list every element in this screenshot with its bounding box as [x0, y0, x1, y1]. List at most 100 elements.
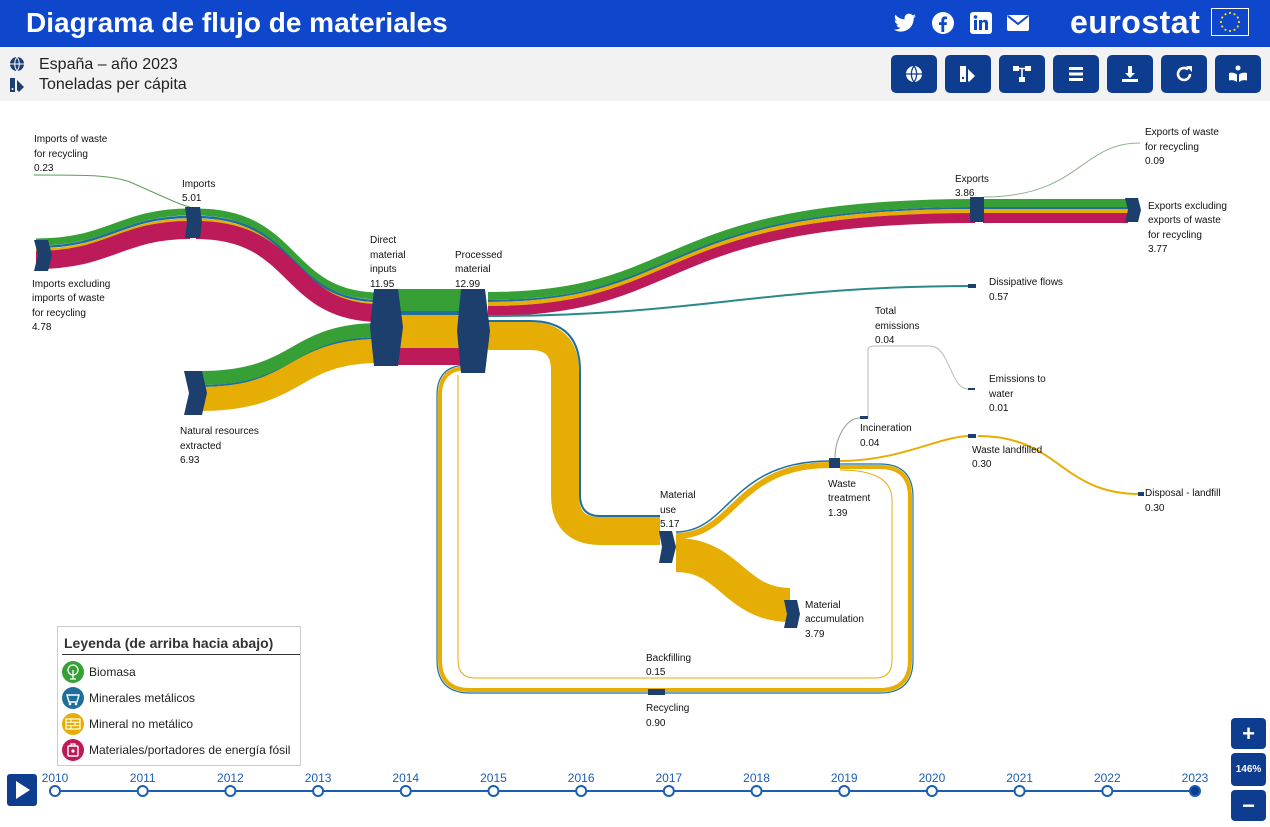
- linkedin-icon[interactable]: [969, 11, 993, 35]
- legend-item-biomass[interactable]: Biomasa: [62, 661, 300, 683]
- node-material-use[interactable]: [659, 531, 676, 563]
- timeline-year-marker[interactable]: [399, 785, 412, 797]
- list-icon: [1069, 67, 1083, 81]
- page-title: Diagrama de flujo de materiales: [26, 7, 448, 38]
- hierarchy-button[interactable]: [999, 55, 1045, 93]
- node-emissions-water[interactable]: [968, 388, 975, 390]
- timeline-year-marker[interactable]: [49, 785, 61, 797]
- map-view-button[interactable]: [891, 55, 937, 93]
- flow-material-use-nonmetal: [488, 322, 660, 545]
- flow-imports-nonmetal: [35, 218, 191, 252]
- book-icon: [1229, 65, 1247, 82]
- flow-incineration: [834, 417, 861, 459]
- node-disposal[interactable]: [1138, 492, 1144, 496]
- node-processed[interactable]: [457, 289, 490, 373]
- facebook-icon[interactable]: [931, 11, 955, 35]
- legend-item-fossil[interactable]: Materiales/portadores de energía fósil: [62, 739, 300, 761]
- timeline-track: 2010 2011 2012 2013 2014 2015 2016 2017 2018 2019…: [42, 771, 1209, 797]
- unit-select-button[interactable]: [945, 55, 991, 93]
- timeline-year-label[interactable]: 2017: [655, 771, 682, 785]
- email-icon[interactable]: [1006, 11, 1030, 35]
- timeline-year-marker[interactable]: [750, 785, 763, 797]
- bricks-icon: [62, 713, 84, 735]
- node-natural[interactable]: [184, 371, 207, 415]
- flow-backfilling: [457, 375, 893, 679]
- node-incineration[interactable]: [860, 416, 868, 419]
- timeline-year-label[interactable]: 2018: [743, 771, 770, 785]
- node-imports[interactable]: [185, 207, 202, 238]
- node-waste-landfilled[interactable]: [968, 434, 976, 438]
- timeline-year-marker[interactable]: [662, 785, 675, 797]
- timeline-year-marker[interactable]: [312, 785, 325, 797]
- timeline-year-label[interactable]: 2011: [130, 771, 156, 785]
- node-recycling[interactable]: [648, 689, 665, 695]
- timeline-year-marker[interactable]: [487, 785, 500, 797]
- node-exports[interactable]: [970, 197, 984, 222]
- chart-icon: [960, 66, 975, 82]
- legend-label: Minerales metálicos: [89, 691, 196, 705]
- timeline-year-marker-selected[interactable]: [1189, 785, 1201, 797]
- legend-item-nonmetal[interactable]: Mineral no metálico: [62, 713, 300, 735]
- flow-dissipative: [487, 285, 976, 317]
- flow-expexcl-fossil: [983, 213, 1128, 223]
- zoom-in-button[interactable]: +: [1231, 718, 1266, 749]
- timeline-year-label[interactable]: 2016: [568, 771, 595, 785]
- flow-dmi-fossil-imp: [195, 221, 381, 322]
- legend-label: Materiales/portadores de energía fósil: [89, 743, 291, 757]
- flow-emissions: [867, 345, 969, 418]
- legend-title: Leyenda (de arriba hacia abajo): [64, 635, 274, 651]
- node-dmi[interactable]: [370, 289, 403, 366]
- node-imports-excl[interactable]: [34, 240, 52, 271]
- timeline-year-label[interactable]: 2022: [1094, 771, 1121, 785]
- timeline-year-label[interactable]: 2010: [42, 771, 69, 785]
- timeline-year-label[interactable]: 2013: [305, 771, 332, 785]
- timeline-year-marker[interactable]: [224, 785, 237, 797]
- list-button[interactable]: [1053, 55, 1099, 93]
- node-dissipative[interactable]: [968, 284, 976, 288]
- flow-imports-waste: [33, 174, 191, 208]
- download-button[interactable]: [1107, 55, 1153, 93]
- play-button[interactable]: [7, 774, 37, 806]
- timeline-year-label[interactable]: 2015: [480, 771, 507, 785]
- flow-exports-fossil: [487, 213, 976, 316]
- help-button[interactable]: [1215, 55, 1261, 93]
- refresh-button[interactable]: [1161, 55, 1207, 93]
- timeline-year-marker[interactable]: [136, 785, 149, 797]
- timeline-year-marker[interactable]: [1101, 785, 1114, 797]
- node-accumulation[interactable]: [784, 600, 800, 628]
- flow-dmi-proc-metal: [396, 311, 466, 315]
- timeline-year-label[interactable]: 2021: [1006, 771, 1033, 785]
- timeline-year-marker[interactable]: [925, 785, 938, 797]
- fuel-can-icon: [62, 739, 84, 761]
- flow-waste-treatment-metal: [675, 460, 831, 533]
- node-exports-excl[interactable]: [1125, 198, 1141, 222]
- timeline-year-label[interactable]: 2019: [831, 771, 858, 785]
- timeline-year-label[interactable]: 2012: [217, 771, 244, 785]
- node-waste-treatment[interactable]: [829, 458, 840, 468]
- zoom-out-button[interactable]: −: [1231, 790, 1266, 821]
- twitter-icon[interactable]: [893, 11, 917, 35]
- flow-recycling-loop: [438, 366, 912, 692]
- flow-accumulation: [674, 538, 792, 622]
- flow-dmi-biomass-imp: [195, 208, 381, 300]
- timeline-year-marker[interactable]: [838, 785, 851, 797]
- timeline-year-label[interactable]: 2020: [919, 771, 946, 785]
- timeline-year-marker[interactable]: [575, 785, 588, 797]
- timeline-year-marker[interactable]: [1013, 785, 1026, 797]
- legend-item-metal[interactable]: Minerales metálicos: [62, 687, 300, 709]
- timeline-year-label[interactable]: 2023: [1182, 771, 1209, 785]
- flow-expexcl-biomass: [983, 199, 1128, 207]
- timeline-year-label[interactable]: 2014: [392, 771, 419, 785]
